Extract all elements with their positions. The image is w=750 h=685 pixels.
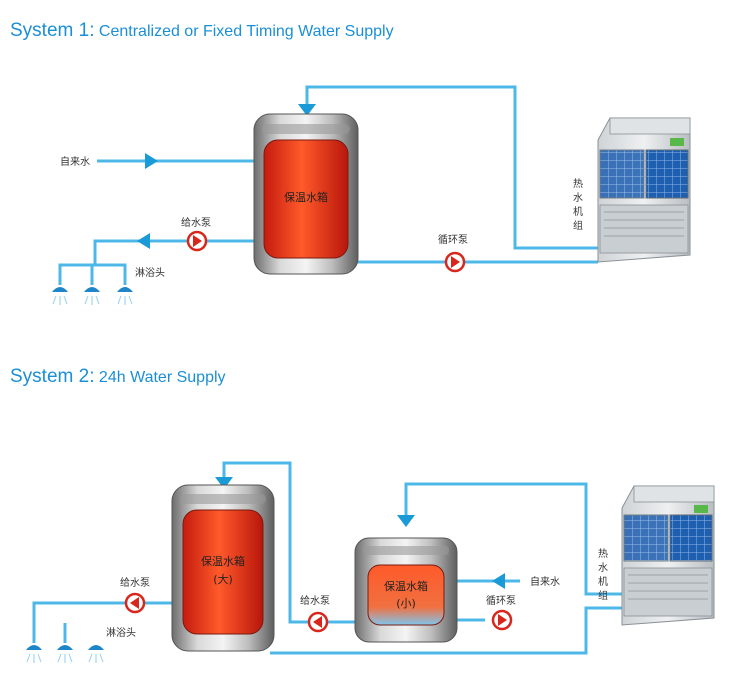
flow-arrow-icon [137,233,150,249]
shower-head-icon [88,645,104,650]
shower-head-icon [57,645,73,650]
system1-circulation-pump-label: 循环泵 [438,233,468,246]
system2-heat-pump-label-2: 水 [598,562,608,574]
system2-title-main: System 2: [10,366,95,387]
system2-supply-pump-mid [307,611,329,633]
shower-head-icon [117,287,133,292]
system2-title: System 2: 24h Water Supply [10,366,226,388]
system1-tank: 保温水箱 [253,113,359,275]
flow-arrow-icon [397,515,415,527]
system1-supply-pump [186,230,208,252]
shower-head-icon [52,287,68,292]
system1-heat-pump-label-1: 热 [573,177,583,190]
system2-supply-pump-left-label: 给水泵 [120,576,150,589]
system2-small-tank-size: (小) [396,597,416,610]
system2-small-tank-label: 保温水箱 [384,579,428,593]
system2-big-tank-size: (大) [213,572,233,586]
system1-supply-pump-label: 给水泵 [181,216,211,229]
system2-flow-arrows [215,477,505,589]
shower-head-icon [84,287,100,292]
system2-big-tank-label: 保温水箱 [201,554,245,568]
system2-big-tank: 保温水箱 (大) [171,484,275,652]
flow-arrow-icon [215,477,233,489]
system2-heat-pump-unit [621,485,715,626]
system1-tank-label: 保温水箱 [284,190,328,204]
system2-shower-label: 淋浴头 [106,626,136,639]
system1-title-main: System 1: [10,20,95,41]
system1-inlet-label: 自来水 [60,155,90,168]
system2-circulation-pump [491,609,513,631]
system1-heat-pump-label-3: 机 [573,205,583,218]
flow-arrow-icon [145,153,158,169]
system1-heat-pump-label-2: 水 [573,192,583,204]
system1-circulation-pump [444,251,466,273]
flow-arrow-icon [492,573,505,589]
system2-supply-pump-left [124,592,146,614]
system1-shower-label: 淋浴头 [135,266,165,279]
system1-title-sub: Centralized or Fixed Timing Water Supply [94,23,394,40]
system2-inlet-label: 自来水 [530,575,560,588]
system2-heat-pump-label-1: 热 [598,547,608,560]
system1-title: System 1: Centralized or Fixed Timing Wa… [10,20,394,42]
system2-heat-pump-label-3: 机 [598,575,608,588]
flow-arrow-icon [298,104,316,116]
system2-title-sub: 24h Water Supply [94,369,226,386]
system1-heat-pump-label-4: 组 [573,219,583,232]
system2-circulation-pump-label: 循环泵 [486,594,516,607]
system2-small-tank: 保温水箱 (小) [354,537,458,643]
system1-labels: 自来水 给水泵 循环泵 淋浴头 热 水 机 组 [60,155,583,279]
system2-supply-pump-mid-label: 给水泵 [300,594,330,607]
system2-heat-pump-label-4: 组 [598,589,608,602]
system1-heat-pump-unit [597,117,691,263]
system2-labels: 给水泵 给水泵 循环泵 自来水 淋浴头 热 水 机 组 [106,547,608,639]
system1-shower-heads [52,287,133,305]
system2-pipes [32,461,622,655]
shower-head-icon [26,645,42,650]
system2-shower-heads [26,645,104,663]
system1-flow-arrows [137,104,316,249]
